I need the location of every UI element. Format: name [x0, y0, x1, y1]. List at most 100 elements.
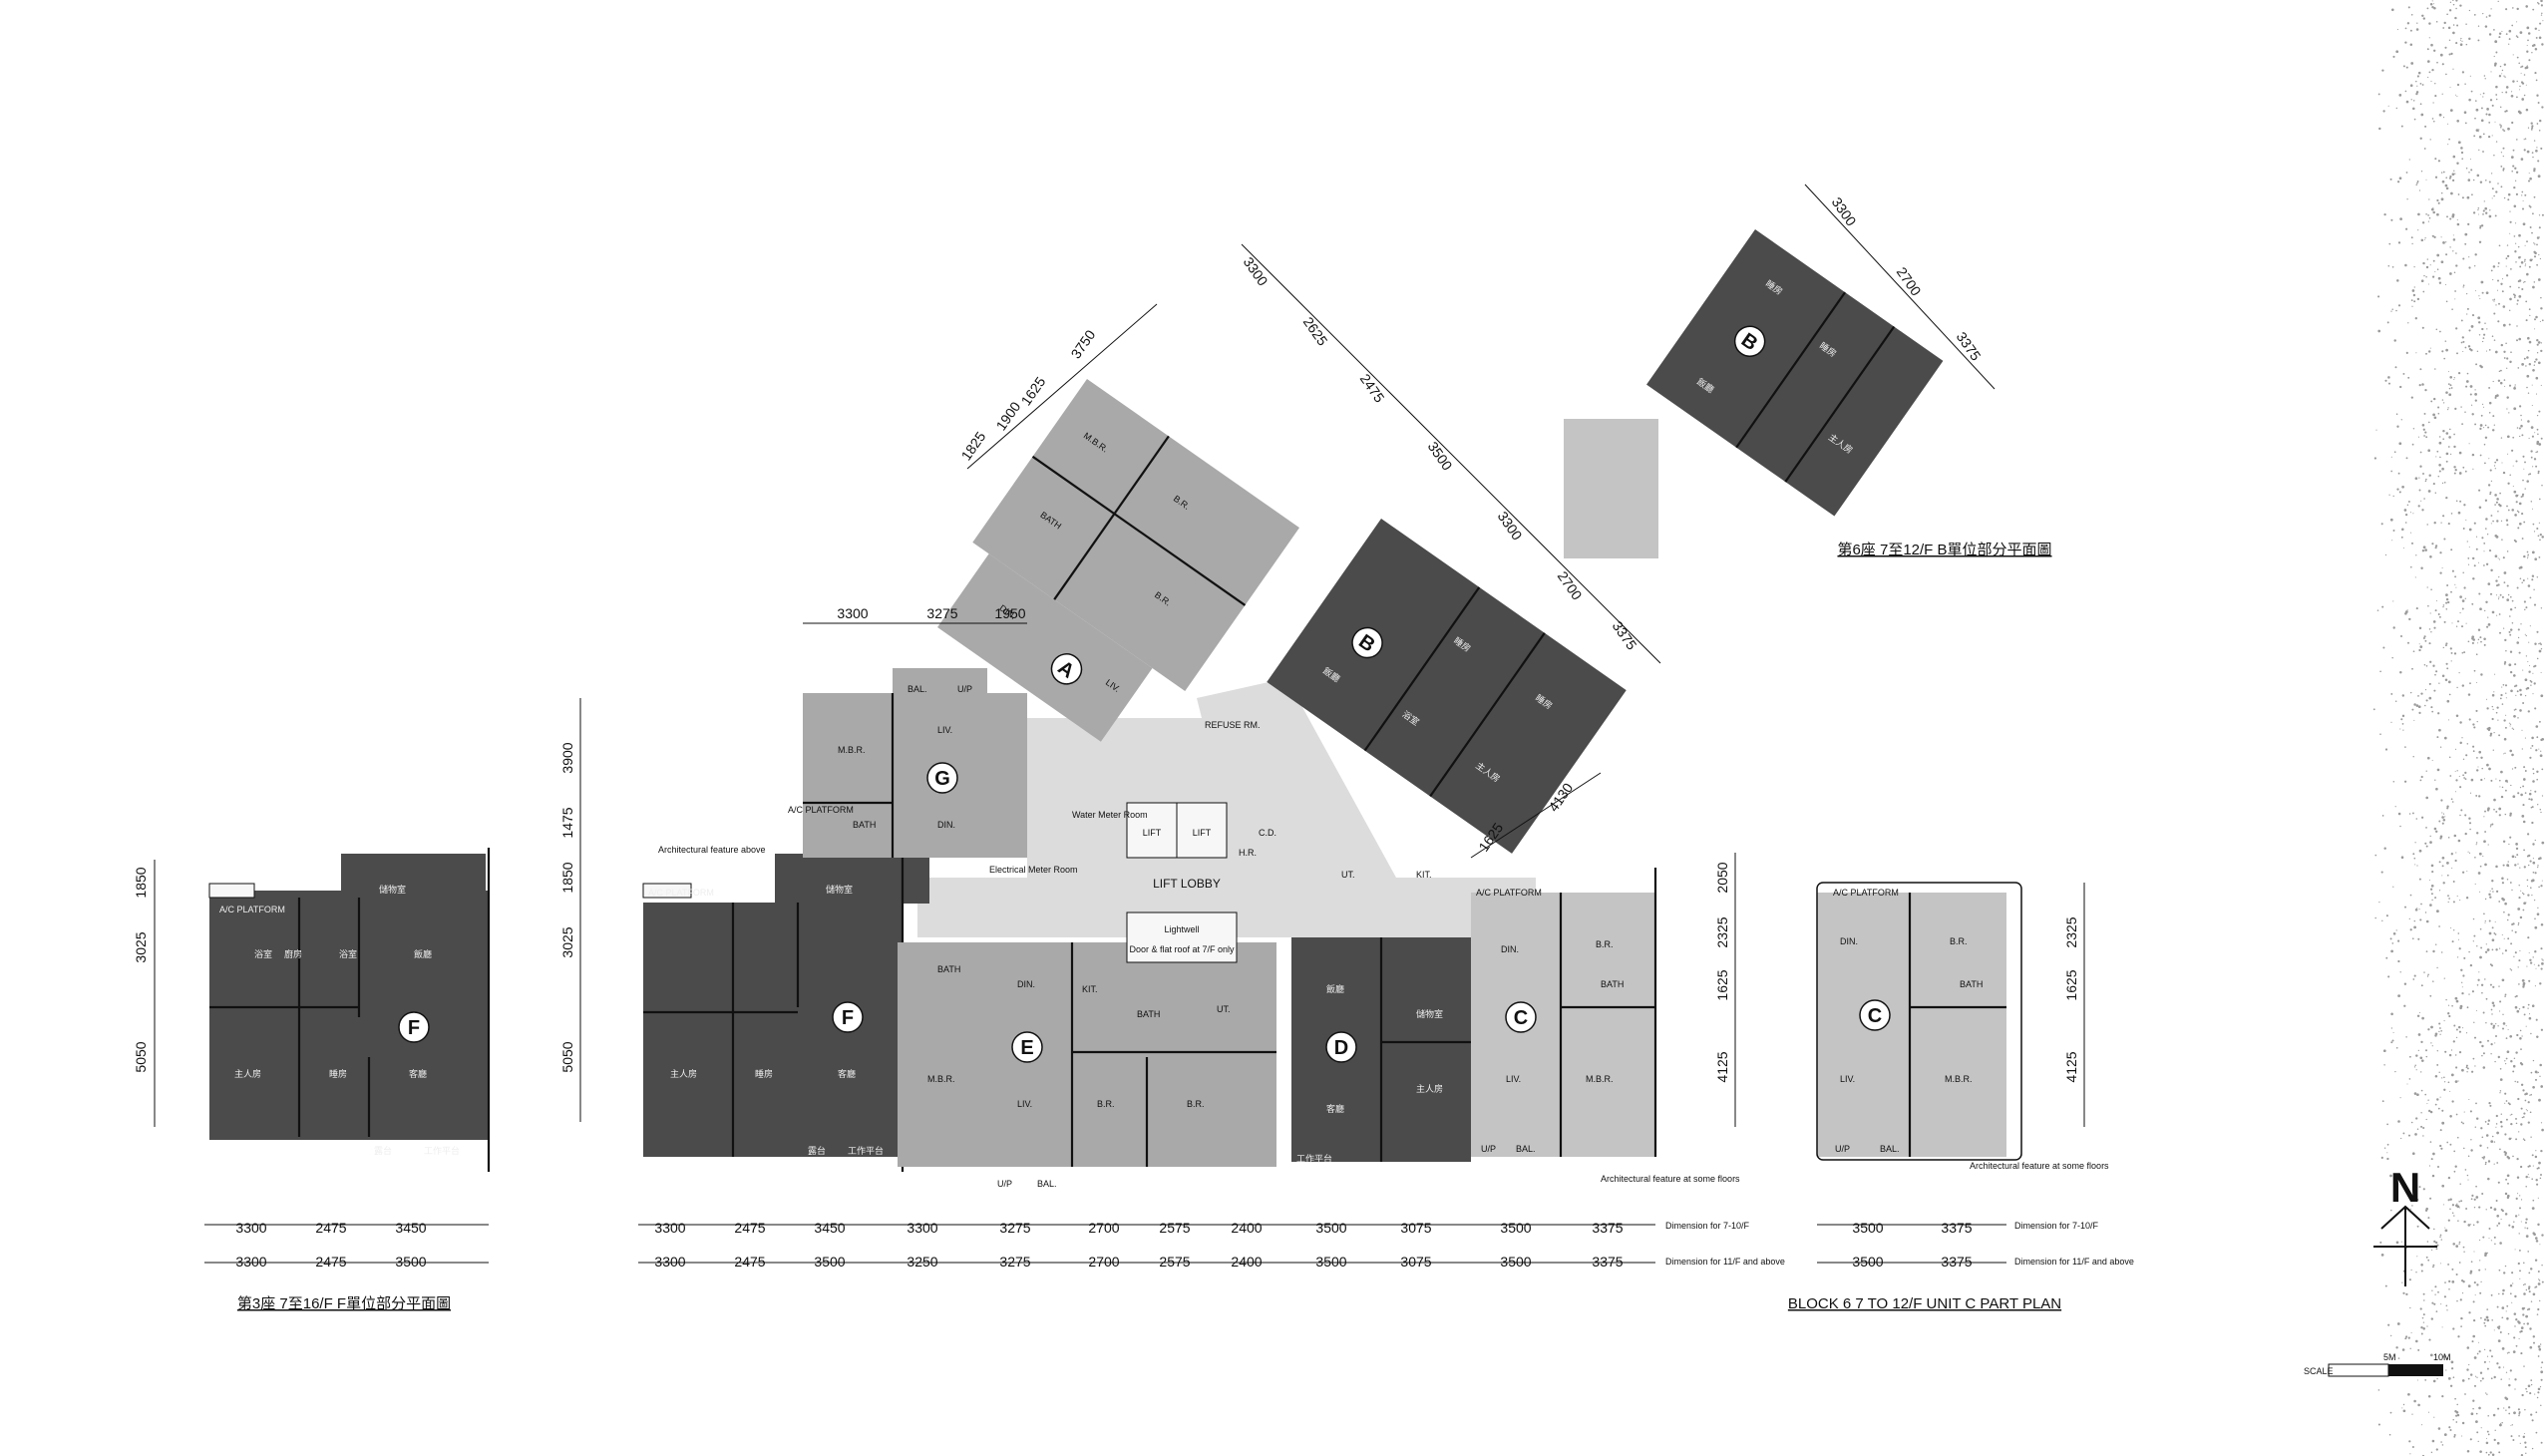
- speckle-dot: [2406, 198, 2408, 200]
- speckle-dot: [2491, 1453, 2495, 1456]
- speckle-dot: [2477, 316, 2481, 320]
- speckle-dot: [2478, 506, 2482, 509]
- speckle-dot: [2479, 1291, 2482, 1294]
- speckle-dot: [2531, 736, 2534, 740]
- speckle-dot: [2527, 1251, 2529, 1253]
- speckle-dot: [2491, 926, 2494, 929]
- speckle-dot: [2504, 902, 2507, 906]
- speckle-dot: [2517, 636, 2520, 639]
- room-label: 廚房: [284, 948, 302, 959]
- speckle-dot: [2482, 96, 2484, 98]
- speckle-dot: [2526, 686, 2530, 690]
- speckle-dot: [2470, 1412, 2474, 1416]
- speckle-dot: [2434, 830, 2438, 834]
- speckle-dot: [2479, 454, 2482, 457]
- speckle-dot: [2504, 1060, 2506, 1062]
- room-label: B.R.: [1596, 939, 1614, 949]
- speckle-dot: [2504, 638, 2507, 642]
- speckle-dot: [2502, 556, 2505, 559]
- speckle-dot: [2441, 822, 2444, 825]
- speckle-dot: [2513, 387, 2516, 390]
- dim-main-row1-6: 2700: [1088, 1220, 1119, 1236]
- dim-main-row2-4: 3250: [907, 1254, 937, 1270]
- speckle-dot: [2515, 1051, 2518, 1054]
- speckle-dot: [2416, 85, 2418, 87]
- speckle-dot: [2435, 599, 2437, 601]
- speckle-dot: [2509, 232, 2511, 234]
- speckle-dot: [2451, 867, 2453, 869]
- speckle-dot: [2433, 7, 2436, 10]
- speckle-dot: [2440, 1239, 2442, 1241]
- speckle-dot: [2409, 1208, 2411, 1210]
- speckle-dot: [2390, 456, 2392, 458]
- speckle-dot: [2525, 84, 2527, 86]
- speckle-dot: [2495, 1200, 2498, 1202]
- speckle-dot: [2528, 1290, 2531, 1293]
- room-label: 儲物室: [1416, 1008, 1443, 1019]
- speckle-dot: [2495, 190, 2498, 193]
- speckle-dot: [2467, 1155, 2470, 1158]
- speckle-dot: [2495, 94, 2498, 96]
- speckle-dot: [2455, 500, 2458, 503]
- speckle-dot: [2451, 801, 2454, 803]
- speckle-dot: [2503, 130, 2506, 133]
- speckle-dot: [2529, 1392, 2532, 1395]
- ac-platform-f: [642, 883, 692, 899]
- speckle-dot: [2488, 931, 2492, 935]
- speckle-dot: [2483, 1348, 2486, 1351]
- speckle-dot: [2500, 343, 2503, 347]
- speckle-dot: [2459, 1004, 2463, 1008]
- room-label: B.R.: [1097, 1099, 1115, 1109]
- speckle-dot: [2505, 274, 2509, 277]
- speckle-dot: [2514, 766, 2517, 769]
- speckle-dot: [2525, 5, 2528, 8]
- speckle-dot: [2504, 385, 2506, 387]
- speckle-dot: [2453, 170, 2455, 172]
- speckle-dot: [2520, 419, 2523, 421]
- room-label: LIV.: [937, 725, 952, 735]
- speckle-dot: [2516, 139, 2518, 141]
- speckle-dot: [2524, 461, 2526, 464]
- speckle-dot: [2479, 865, 2482, 868]
- speckle-dot: [2455, 1411, 2459, 1414]
- speckle-dot: [2408, 159, 2410, 161]
- speckle-dot: [2523, 554, 2526, 558]
- room-label: 主人房: [1416, 1083, 1443, 1094]
- speckle-dot: [2525, 1185, 2527, 1188]
- speckle-dot: [2400, 718, 2403, 721]
- speckle-dot: [2503, 571, 2507, 574]
- speckle-dot: [2445, 432, 2449, 435]
- speckle-dot: [2501, 73, 2503, 75]
- speckle-dot: [2523, 468, 2525, 470]
- speckle-dot: [2390, 1027, 2393, 1029]
- speckle-dot: [2521, 493, 2525, 496]
- speckle-dot: [2538, 36, 2542, 40]
- speckle-dot: [2455, 7, 2457, 10]
- speckle-dot: [2524, 488, 2526, 490]
- speckle-dot: [2505, 8, 2508, 11]
- speckle-dot: [2442, 515, 2445, 518]
- speckle-dot: [2422, 261, 2425, 265]
- speckle-dot: [2461, 71, 2465, 74]
- speckle-dot: [2441, 816, 2444, 819]
- speckle-dot: [2509, 1034, 2513, 1038]
- speckle-dot: [2430, 884, 2434, 888]
- speckle-dot: [2374, 854, 2377, 857]
- speckle-dot: [2470, 1198, 2473, 1201]
- speckle-dot: [2516, 1009, 2520, 1013]
- speckle-dot: [2490, 8, 2492, 10]
- speckle-dot: [2466, 743, 2469, 745]
- legend-dim-7-10: Dimension for 7-10/F: [1665, 1221, 1750, 1231]
- speckle-dot: [2516, 1176, 2520, 1180]
- speckle-dot: [2501, 877, 2504, 880]
- speckle-dot: [2443, 481, 2446, 484]
- speckle-dot: [2408, 1055, 2411, 1058]
- speckle-dot: [2497, 1222, 2501, 1225]
- speckle-dot: [2531, 384, 2533, 386]
- speckle-dot: [2509, 297, 2512, 301]
- speckle-dot: [2517, 527, 2520, 530]
- speckle-dot: [2405, 100, 2409, 104]
- speckle-dot: [2500, 693, 2503, 697]
- speckle-dot: [2522, 702, 2525, 704]
- speckle-dot: [2463, 1147, 2465, 1150]
